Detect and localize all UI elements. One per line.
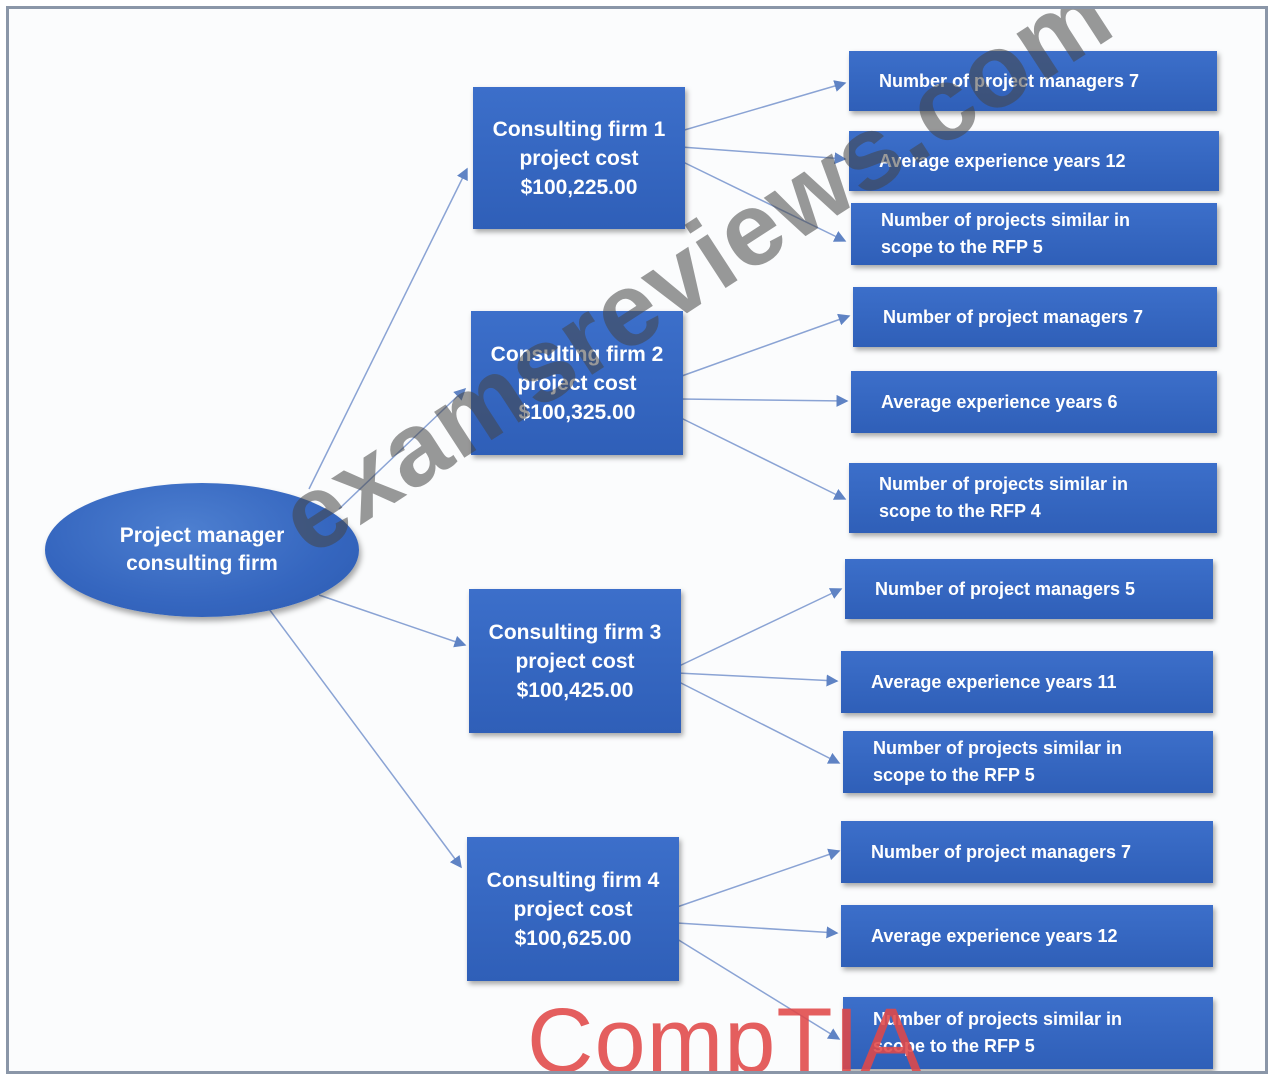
firm-1-similar-projects: Number of projects similar in scope to t… [851, 203, 1217, 265]
root-label-line-1: Project manager [119, 524, 285, 547]
firm-node-3: Consulting firm 3 project cost $100,425.… [469, 589, 681, 733]
firm-4-similar-projects: Number of projects similar in scope to t… [843, 997, 1213, 1069]
root-node-project-manager-consulting-firm: Project manager consulting firm [45, 483, 359, 617]
firm-4-project-managers: Number of project managers 7 [841, 821, 1213, 883]
firm-cost-label: project cost [513, 897, 633, 921]
metric-text: Average experience years 12 [879, 150, 1126, 171]
firm-cost: $100,625.00 [514, 926, 632, 950]
firm-name: Consulting firm 2 [490, 342, 664, 366]
firm-cost: $100,325.00 [518, 400, 636, 424]
metric-text-line-1: Number of projects similar in [881, 210, 1131, 230]
firm-2-average-experience: Average experience years 6 [851, 371, 1217, 433]
firm-cost-label: project cost [515, 649, 635, 673]
firm-name: Consulting firm 1 [492, 117, 666, 141]
firm-3-average-experience: Average experience years 11 [841, 651, 1213, 713]
metric-text: Average experience years 11 [871, 671, 1117, 692]
firm-node-4: Consulting firm 4 project cost $100,625.… [467, 837, 679, 981]
metric-text-line-2: scope to the RFP 5 [873, 1036, 1035, 1056]
metric-text: Number of project managers 5 [875, 578, 1136, 599]
firm-cost-label: project cost [519, 146, 639, 170]
firm-name: Consulting firm 4 [486, 868, 660, 892]
metric-text-line-2: scope to the RFP 4 [879, 501, 1041, 521]
firm-2-similar-projects: Number of projects similar in scope to t… [849, 463, 1217, 533]
firm-name: Consulting firm 3 [488, 620, 662, 644]
metric-text: Average experience years 6 [881, 391, 1118, 412]
firm-4-average-experience: Average experience years 12 [841, 905, 1213, 967]
firm-3-project-managers: Number of project managers 5 [845, 559, 1213, 619]
firm-cost-label: project cost [517, 371, 637, 395]
firm-3-similar-projects: Number of projects similar in scope to t… [843, 731, 1213, 793]
firm-node-1: Consulting firm 1 project cost $100,225.… [473, 87, 685, 229]
firm-cost: $100,425.00 [516, 678, 634, 702]
firm-1-project-managers: Number of project managers 7 [849, 51, 1217, 111]
metric-text-line-1: Number of projects similar in [879, 474, 1129, 494]
metric-text-line-2: scope to the RFP 5 [881, 237, 1043, 257]
metric-text-line-2: scope to the RFP 5 [873, 765, 1035, 785]
metric-text-line-1: Number of projects similar in [873, 738, 1123, 758]
diagram-frame: Project manager consulting firm Consulti… [6, 6, 1268, 1074]
firm-cost: $100,225.00 [520, 175, 638, 199]
firm-2-project-managers: Number of project managers 7 [853, 287, 1217, 347]
metric-text-line-1: Number of projects similar in [873, 1009, 1123, 1029]
connector-lines [268, 80, 851, 1040]
metric-text: Number of project managers 7 [871, 841, 1132, 862]
firm-1-average-experience: Average experience years 12 [849, 131, 1219, 191]
root-label-line-2: consulting firm [126, 552, 278, 575]
metric-text: Number of project managers 7 [879, 70, 1140, 91]
metric-text: Average experience years 12 [871, 925, 1118, 946]
firm-node-2: Consulting firm 2 project cost $100,325.… [471, 311, 683, 455]
metric-text: Number of project managers 7 [883, 306, 1144, 327]
